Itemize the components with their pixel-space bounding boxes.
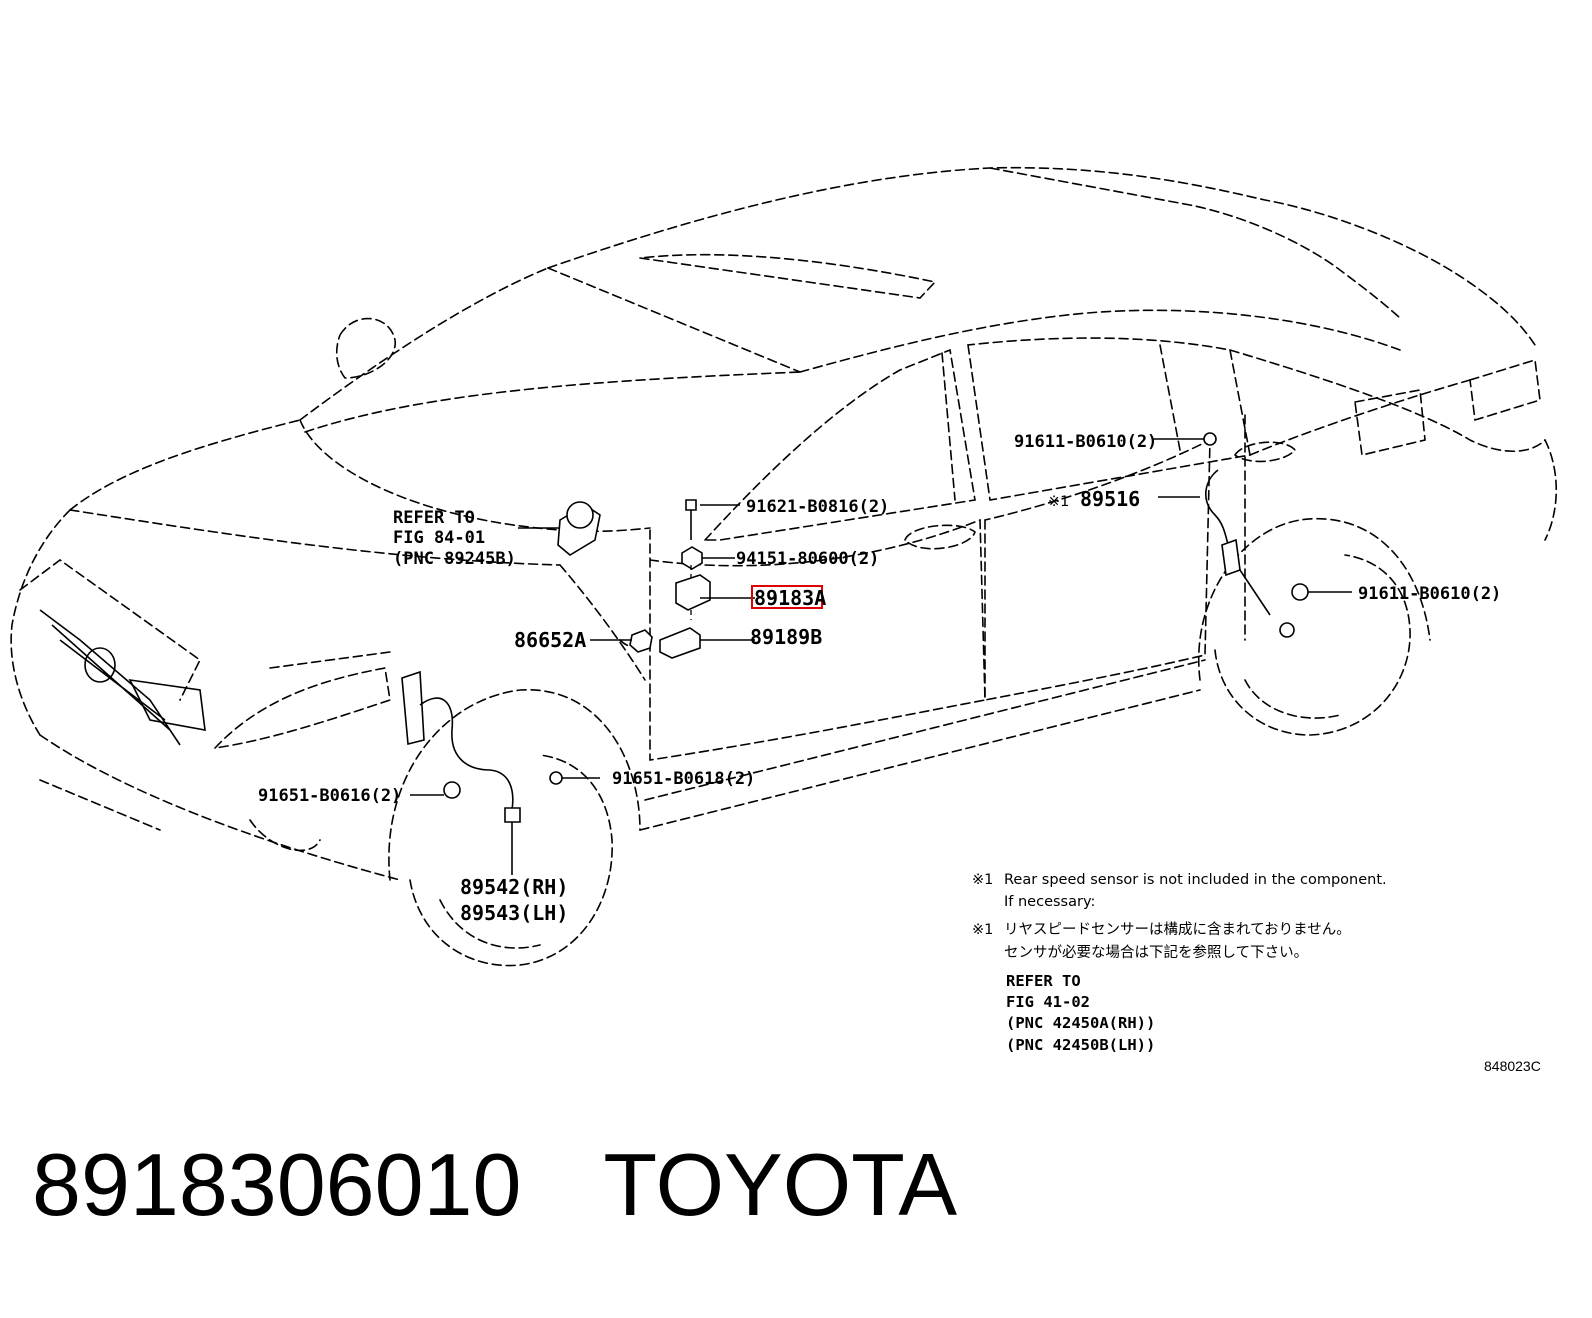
- part-rear-speed-sensor: [1152, 432, 1352, 638]
- label-89516-mark: ※1: [1048, 494, 1069, 510]
- label-91651-left: 91651-B0616(2): [258, 786, 401, 806]
- footnote-mark-en: ※1: [972, 872, 993, 888]
- highlight-box: [751, 585, 823, 609]
- label-91611-right: 91611-B0610(2): [1358, 584, 1501, 604]
- label-refer-fig84-line2: FIG 84-01: [393, 528, 485, 548]
- parts-diagram: REFER TO FIG 84-01 (PNC 89245B) 91621-B0…: [10, 166, 1557, 1074]
- part-airbag-sensor-front: [518, 501, 601, 556]
- footnote-refer-line3: (PNC 42450A(RH)): [1006, 1014, 1155, 1032]
- label-refer-fig84-line1: REFER TO: [393, 508, 475, 528]
- label-91621: 91621-B0816(2): [746, 497, 889, 517]
- footnote-refer-line1: REFER TO: [1006, 972, 1081, 990]
- label-89189b: 89189B: [750, 625, 822, 649]
- footnote-en-line1: Rear speed sensor is not included in the…: [1004, 872, 1387, 888]
- label-91651-right: 91651-B0618(2): [612, 769, 755, 789]
- footnote-en-line2: If necessary:: [1004, 894, 1095, 910]
- figure-code: 848023C: [1484, 1058, 1541, 1074]
- caption: 8918306010 TOYOTA: [32, 1135, 957, 1235]
- footnote-jp-line2: センサが必要な場合は下記を参照して下さい。: [1004, 944, 1308, 961]
- callouts: REFER TO FIG 84-01 (PNC 89245B) 91621-B0…: [258, 432, 1501, 925]
- label-89516: 89516: [1080, 487, 1140, 511]
- car-outline: [10, 166, 1557, 967]
- label-89543: 89543(LH): [460, 901, 568, 925]
- footnote-mark-jp: ※1: [972, 922, 993, 938]
- label-89542: 89542(RH): [460, 875, 568, 899]
- label-94151: 94151-80600(2): [736, 549, 879, 569]
- footnote-refer-line2: FIG 41-02: [1006, 993, 1090, 1011]
- part-front-speed-sensor: [401, 670, 600, 875]
- label-refer-fig84-line3: (PNC 89245B): [393, 549, 516, 569]
- footnote: ※1 Rear speed sensor is not included in …: [972, 872, 1387, 1054]
- footnote-jp-line1: リヤスピードセンサーは構成に含まれておりません。: [1004, 921, 1351, 938]
- caption-brand: TOYOTA: [603, 1135, 958, 1234]
- label-86652a: 86652A: [514, 628, 586, 652]
- label-91611-top: 91611-B0610(2): [1014, 432, 1157, 452]
- footnote-refer-line4: (PNC 42450B(LH)): [1006, 1036, 1155, 1054]
- caption-part-number: 8918306010: [32, 1135, 522, 1234]
- label-89183a: 89183A: [754, 586, 826, 610]
- part-center-sensor-assembly: [590, 499, 755, 659]
